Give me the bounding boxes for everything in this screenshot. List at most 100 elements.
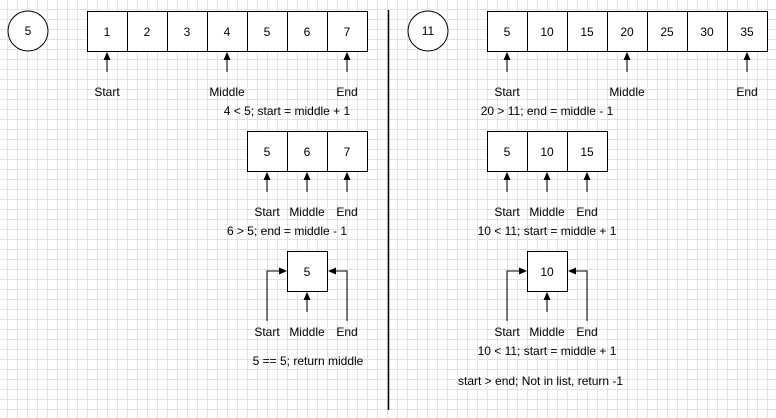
arrow-head — [543, 172, 551, 180]
pointer-label: End — [576, 325, 597, 339]
pointer-label: Start — [494, 325, 520, 339]
pointer-label: Start — [494, 85, 520, 99]
array-cell — [567, 11, 608, 52]
cell-value: 10 — [540, 265, 554, 279]
cell-value: 10 — [540, 25, 554, 39]
array-cell — [527, 131, 568, 172]
array-cell — [247, 11, 288, 52]
cell-value: 5 — [304, 265, 311, 279]
pointer-arrow — [303, 292, 311, 312]
start-pointer — [506, 270, 520, 321]
cell-value: 3 — [184, 25, 191, 39]
array-cell — [287, 11, 328, 52]
cell-value: 5 — [264, 145, 271, 159]
step-text: start > end; Not in list, return -1 — [458, 374, 623, 388]
array-cell — [487, 11, 528, 52]
array-cell — [687, 11, 728, 52]
array-cell — [727, 11, 768, 52]
cell-value: 20 — [620, 25, 634, 39]
arrow-head — [503, 172, 511, 180]
end-pointer — [574, 270, 588, 321]
pointer-label: Start — [254, 205, 280, 219]
array-cell — [287, 251, 328, 292]
target-circle — [407, 10, 449, 52]
pointer-label: End — [736, 85, 757, 99]
pointer-label: Middle — [529, 205, 565, 219]
arrow-head — [343, 52, 351, 60]
array-cell — [567, 131, 608, 172]
pointer-label: End — [336, 205, 357, 219]
arrow-head — [303, 172, 311, 180]
arrow-head — [543, 292, 551, 300]
pointer-arrow — [543, 292, 551, 312]
pointer-arrow — [583, 172, 591, 192]
arrow-head — [263, 172, 271, 180]
arrow-head — [279, 267, 287, 275]
pointer-arrow — [343, 172, 351, 192]
cell-value: 30 — [700, 25, 714, 39]
arrow-head — [223, 52, 231, 60]
cell-value: 5 — [264, 25, 271, 39]
array-cell — [327, 131, 368, 172]
cell-value: 5 — [504, 25, 511, 39]
array-cell — [607, 11, 648, 52]
pointer-arrows — [506, 267, 588, 321]
array-cell — [247, 131, 288, 172]
array-cell — [527, 11, 568, 52]
pointer-label: Middle — [289, 325, 325, 339]
pointer-arrow — [343, 52, 351, 72]
cell-value: 7 — [344, 25, 351, 39]
pointer-label: Middle — [529, 325, 565, 339]
cell-value: 2 — [144, 25, 151, 39]
array-cell — [527, 251, 568, 292]
pointer-label: Start — [94, 85, 120, 99]
pointer-label: Middle — [609, 85, 645, 99]
pointer-arrow — [263, 172, 271, 192]
target-value: 5 — [25, 24, 32, 38]
arrow-head — [568, 267, 576, 275]
pointer-label: End — [336, 325, 357, 339]
arrow-head — [303, 292, 311, 300]
pointer-arrows — [266, 267, 348, 321]
arrow-head — [103, 52, 111, 60]
pointer-label: Start — [254, 325, 280, 339]
cell-value: 15 — [580, 25, 594, 39]
step-text: 6 > 5; end = middle - 1 — [227, 224, 347, 238]
array-cell — [287, 131, 328, 172]
end-pointer — [334, 270, 348, 321]
start-pointer — [266, 270, 280, 321]
pointer-arrow — [303, 172, 311, 192]
cell-value: 10 — [540, 145, 554, 159]
step-text: 20 > 11; end = middle - 1 — [481, 104, 614, 118]
array-cell — [207, 11, 248, 52]
target-value: 11 — [422, 24, 435, 38]
array-cell — [327, 11, 368, 52]
pointer-arrow — [623, 52, 631, 72]
cell-value: 1 — [104, 25, 111, 39]
array-cell — [127, 11, 168, 52]
arrow-head — [343, 172, 351, 180]
pointer-arrow — [503, 52, 511, 72]
pointer-label: End — [336, 85, 357, 99]
cell-value: 35 — [740, 25, 754, 39]
pointer-arrow — [543, 172, 551, 192]
target-circle — [7, 10, 49, 52]
arrow-head — [583, 172, 591, 180]
arrow-head — [519, 267, 527, 275]
cell-value: 6 — [304, 145, 311, 159]
pointer-label: End — [576, 205, 597, 219]
pointer-arrow — [103, 52, 111, 72]
pointer-arrow — [503, 172, 511, 192]
step-text: 4 < 5; start = middle + 1 — [224, 104, 351, 118]
pointer-arrow — [223, 52, 231, 72]
arrow-head — [623, 52, 631, 60]
cell-value: 7 — [344, 145, 351, 159]
